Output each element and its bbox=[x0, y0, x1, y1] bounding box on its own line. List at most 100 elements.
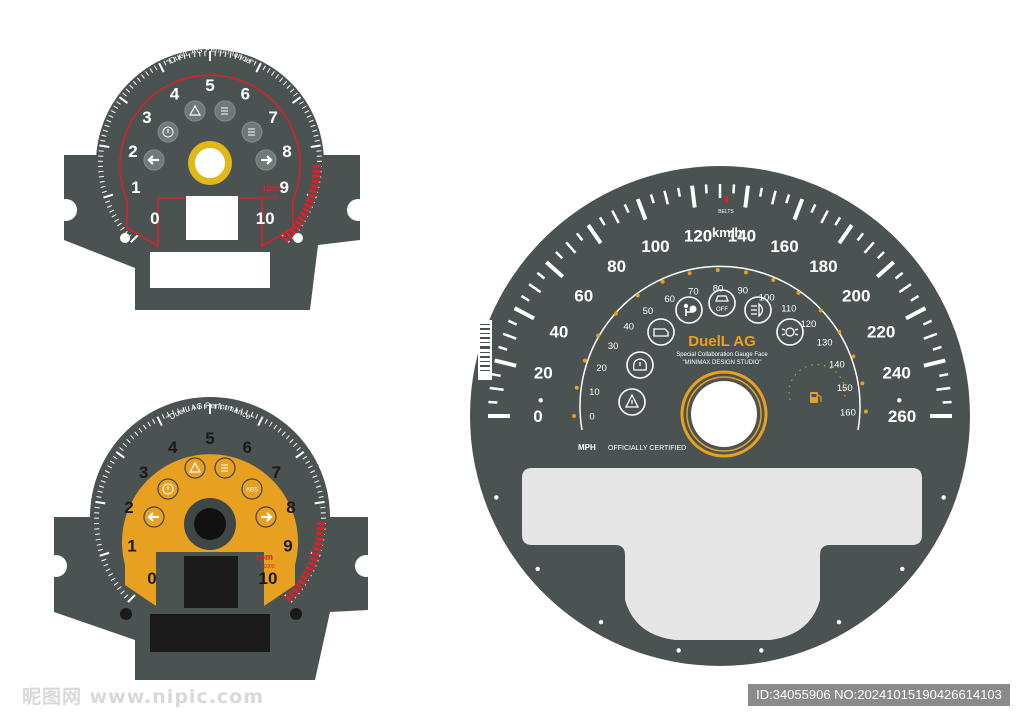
speedo-tick bbox=[635, 198, 648, 221]
tacho-number: 5 bbox=[205, 76, 214, 95]
tacho-redline-tick bbox=[311, 179, 320, 184]
speedo-lcd-window bbox=[522, 468, 922, 640]
tacho-redline-tick bbox=[301, 206, 311, 214]
tacho-tick bbox=[126, 234, 132, 239]
speedo-tick bbox=[611, 209, 620, 224]
tacho-tick bbox=[178, 55, 181, 61]
speedo-belts-label: BELTS bbox=[718, 209, 734, 215]
speedo-mph-dot bbox=[837, 329, 842, 334]
tacho-redline-tick bbox=[308, 188, 318, 194]
speedo-mph-label: 60 bbox=[664, 294, 675, 305]
speedo-mph-dot bbox=[613, 311, 618, 316]
headlight-icon bbox=[241, 121, 263, 143]
tacho-tick bbox=[103, 193, 114, 199]
tacho-redline-tick bbox=[285, 231, 294, 239]
tacho-tick bbox=[171, 410, 175, 416]
tacho-tick bbox=[163, 60, 167, 66]
speedo-rim-dot bbox=[535, 566, 540, 572]
watermark-id: ID:34055906 NO:20241015190426614103 bbox=[748, 684, 1010, 706]
tacho-number: 1 bbox=[131, 178, 140, 197]
tacho-redline-tick bbox=[309, 556, 319, 563]
arrow-right-icon bbox=[255, 149, 277, 171]
airbag-icon bbox=[675, 296, 703, 324]
speedo-kmh-label: 160 bbox=[770, 237, 798, 256]
speedo-mph-dot bbox=[596, 333, 601, 338]
oil-service-icon bbox=[618, 388, 646, 416]
tacho-tick bbox=[314, 139, 320, 142]
tacho-redline-tick bbox=[294, 219, 303, 227]
tacho-number: 3 bbox=[139, 463, 148, 482]
tacho-tick bbox=[248, 58, 252, 64]
tacho-tick bbox=[244, 56, 247, 62]
tacho-tick bbox=[122, 92, 127, 97]
speedo-tick bbox=[690, 185, 697, 208]
warning-light-icon bbox=[157, 478, 179, 500]
tacho-tick bbox=[110, 577, 116, 582]
tacho-tick bbox=[122, 442, 128, 447]
tacho-tick bbox=[106, 119, 112, 123]
tacho-tick bbox=[281, 431, 286, 436]
tacho-tick bbox=[145, 71, 149, 76]
tacho-tick bbox=[293, 92, 298, 97]
speedo-tick bbox=[586, 223, 603, 245]
speedo-tick bbox=[520, 294, 530, 302]
tacho-number: 4 bbox=[170, 85, 180, 104]
speedo-kmh-unit: km/h bbox=[712, 225, 742, 240]
speedo-kmh-label: 40 bbox=[549, 322, 568, 341]
speedo-tick bbox=[494, 358, 517, 368]
tacho-tick bbox=[312, 475, 318, 478]
tacho-tick bbox=[138, 428, 143, 433]
tacho-tick bbox=[240, 408, 243, 414]
speedo-mph-dot bbox=[574, 385, 579, 390]
tacho-tick bbox=[314, 480, 320, 483]
tacho-tick bbox=[149, 68, 154, 73]
tacho-tick bbox=[286, 84, 291, 89]
tacho-redline-tick bbox=[305, 198, 315, 204]
abs-icon: ABS bbox=[241, 478, 263, 500]
tacho-redline-tick bbox=[307, 561, 317, 568]
tacho-tick bbox=[103, 563, 109, 567]
speedo-rim-dot bbox=[759, 648, 764, 653]
tacho-tick bbox=[102, 475, 108, 478]
tacho-tick bbox=[255, 414, 259, 420]
speedo-rim-dot bbox=[897, 398, 902, 403]
tacho-tick bbox=[116, 586, 122, 591]
tacho-redline-tick bbox=[315, 536, 324, 542]
tacho-tick bbox=[308, 119, 314, 123]
tacho-tick bbox=[125, 88, 131, 93]
speedo-tick bbox=[932, 345, 942, 351]
tacho-number: 7 bbox=[272, 463, 281, 482]
arrow-left-icon bbox=[143, 506, 165, 528]
speedo-tick bbox=[758, 187, 764, 197]
watermark-nipic: 昵图网 www.nipic.com bbox=[22, 686, 265, 708]
tacho-tick bbox=[234, 53, 237, 60]
tacho-tick bbox=[132, 81, 138, 86]
tacho-tick bbox=[273, 424, 278, 430]
speedo-tick bbox=[565, 241, 577, 254]
tacho-redline-tick bbox=[303, 570, 312, 577]
tacho-tick bbox=[98, 175, 104, 178]
tacho-redline-tick bbox=[315, 531, 325, 536]
speedo-tick bbox=[528, 283, 542, 294]
speedo-tick bbox=[910, 294, 920, 302]
tacho-tick bbox=[152, 418, 156, 424]
speedo-tick bbox=[649, 194, 655, 204]
tacho-tick bbox=[98, 485, 105, 488]
tacho-tick bbox=[114, 218, 120, 222]
speedo-kmh-label: 0 bbox=[533, 407, 542, 426]
speedo-tick bbox=[676, 187, 682, 197]
speedo-mph-label: 50 bbox=[643, 306, 654, 317]
tacho-tick bbox=[100, 185, 106, 188]
tacho-redline-tick bbox=[297, 578, 306, 586]
tacho-tick bbox=[193, 52, 196, 58]
tacho-number: 3 bbox=[142, 108, 151, 127]
tacho-redline-tick bbox=[312, 546, 322, 552]
tacho-tick bbox=[182, 407, 185, 413]
speedo-mph-label: 140 bbox=[829, 359, 845, 370]
speedo-tick bbox=[792, 198, 805, 221]
tacho-redline-tick bbox=[305, 565, 314, 572]
tacho-redline-tick bbox=[294, 583, 303, 591]
tacho-redline-tick bbox=[311, 551, 320, 557]
